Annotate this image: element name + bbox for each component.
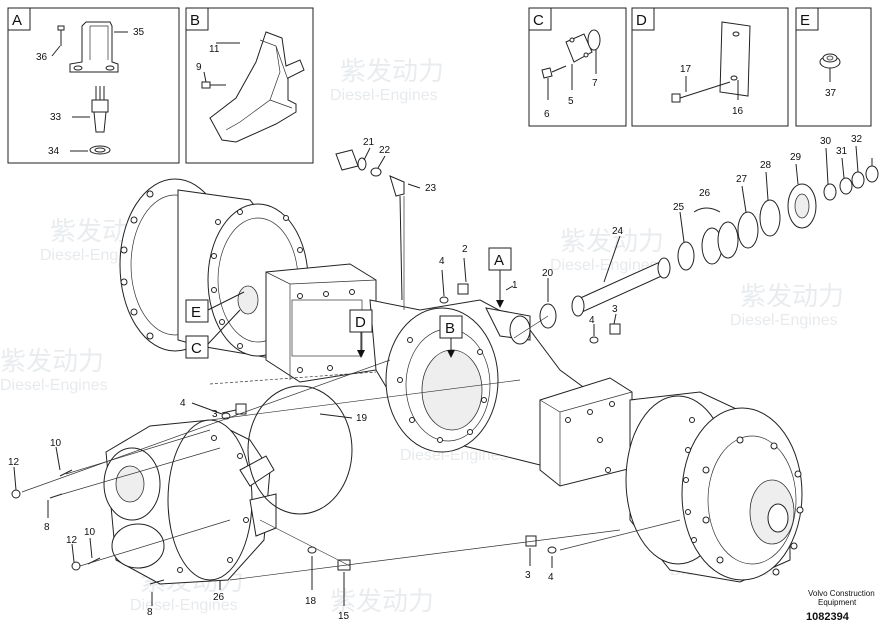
svg-text:紫发动力: 紫发动力 (560, 227, 664, 257)
svg-text:紫发动力: 紫发动力 (0, 347, 104, 377)
svg-text:B: B (445, 320, 455, 337)
part-label: 22 (379, 145, 391, 156)
svg-text:Diesel-Engines: Diesel-Engines (130, 597, 238, 614)
svg-text:A: A (494, 252, 504, 269)
part-label: 21 (363, 137, 375, 148)
part-label: 30 (820, 136, 832, 147)
detail-letter: E (800, 12, 810, 29)
part-label: 18 (305, 596, 317, 607)
breather-hose (335, 149, 405, 301)
part-label: 10 (84, 527, 96, 538)
differential-carrier (103, 419, 277, 585)
svg-text:E: E (191, 304, 201, 321)
part-label: 2 (462, 244, 468, 255)
part-label: 17 (680, 64, 692, 75)
drawing-number: 1082394 (806, 611, 850, 623)
svg-text:Diesel-Engines: Diesel-Engines (330, 87, 438, 104)
part-label: 11 (209, 44, 220, 55)
watermark: 紫发动力 Diesel-Engines (330, 57, 444, 104)
part-label: 29 (790, 152, 802, 163)
part-label: 31 (836, 146, 848, 157)
part-label: 32 (851, 134, 863, 145)
part-label: 1 (512, 280, 518, 291)
part-label: 23 (425, 183, 437, 194)
svg-text:紫发动力: 紫发动力 (330, 587, 434, 617)
footer-brand: Volvo Construction Equipment 1082394 (806, 589, 875, 623)
brand-line-2: Equipment (818, 598, 857, 607)
part-label: 34 (48, 146, 60, 157)
watermark: 紫发动力 Diesel-Engines (730, 282, 844, 329)
callout-d: D (349, 309, 373, 358)
detail-view-a: A 35 36 33 34 (7, 7, 180, 164)
watermark: 紫发动力 Diesel-Engines (550, 227, 664, 274)
part-label: 12 (66, 535, 78, 546)
part-label: 10 (50, 438, 62, 449)
detail-view-c: C 6 5 7 (528, 7, 627, 127)
detail-view-b: B 11 9 (185, 7, 314, 164)
part-label: 28 (760, 160, 772, 171)
part-label: 4 (439, 256, 445, 267)
part-label: 6 (544, 109, 550, 120)
part-label: 4 (180, 398, 186, 409)
part-label: 25 (673, 202, 685, 213)
brand-line-1: Volvo Construction (808, 589, 875, 598)
part-label: 4 (548, 572, 554, 583)
axle-assembly: A B C D E 1 (8, 134, 879, 622)
part-label: 15 (338, 611, 350, 622)
hub-bolts (120, 190, 303, 349)
detail-letter: D (636, 12, 647, 29)
part-label: 9 (196, 62, 202, 73)
svg-text:D: D (355, 314, 366, 331)
part-label: 7 (592, 78, 598, 89)
detail-letter: A (12, 12, 22, 29)
part-label: 19 (356, 413, 368, 424)
svg-text:Diesel-Engines: Diesel-Engines (730, 312, 838, 329)
watermark: 紫发动力 Diesel-Engines (0, 347, 108, 394)
part-label: 35 (133, 27, 145, 38)
o-ring (247, 385, 353, 515)
part-label: 8 (44, 522, 50, 533)
part-label: 12 (8, 457, 20, 468)
part-label: 36 (36, 52, 48, 63)
svg-text:C: C (191, 340, 202, 357)
part-label: 33 (50, 112, 62, 123)
part-label: 3 (612, 304, 618, 315)
detail-letter: C (533, 12, 544, 29)
left-housing-block (265, 263, 377, 383)
watermark: 紫发动力 (330, 587, 434, 617)
callout-e: E (185, 291, 245, 323)
callout-a: A (488, 247, 512, 308)
svg-text:Diesel-Engines: Diesel-Engines (0, 377, 108, 394)
svg-text:Diesel-Engines: Diesel-Engines (400, 447, 508, 464)
callout-c: C (185, 309, 241, 359)
right-hub (625, 391, 804, 583)
svg-text:紫发动力: 紫发动力 (340, 57, 444, 87)
part-label: 16 (732, 106, 744, 117)
part-label: 4 (589, 315, 595, 326)
part-label: 3 (525, 570, 531, 581)
part-label: 5 (568, 96, 574, 107)
part-label: 26 (213, 592, 225, 603)
part-label: 37 (825, 88, 837, 99)
svg-text:紫发动力: 紫发动力 (740, 282, 844, 312)
detail-letter: B (190, 12, 200, 29)
detail-view-d: D 17 16 (631, 7, 789, 127)
part-labels: 1 2 4 3 4 4 3 10 12 8 10 12 8 (8, 134, 873, 622)
detail-view-e: E 37 (795, 7, 872, 127)
part-label: 20 (542, 268, 554, 279)
callout-b: B (439, 315, 463, 358)
part-label: 24 (612, 226, 624, 237)
svg-text:Diesel-Engines: Diesel-Engines (550, 257, 658, 274)
part-label: 26 (699, 188, 711, 199)
part-label: 8 (147, 607, 153, 618)
explode-lines (21, 196, 681, 581)
part-label: 3 (212, 409, 218, 420)
part-label: 27 (736, 174, 748, 185)
